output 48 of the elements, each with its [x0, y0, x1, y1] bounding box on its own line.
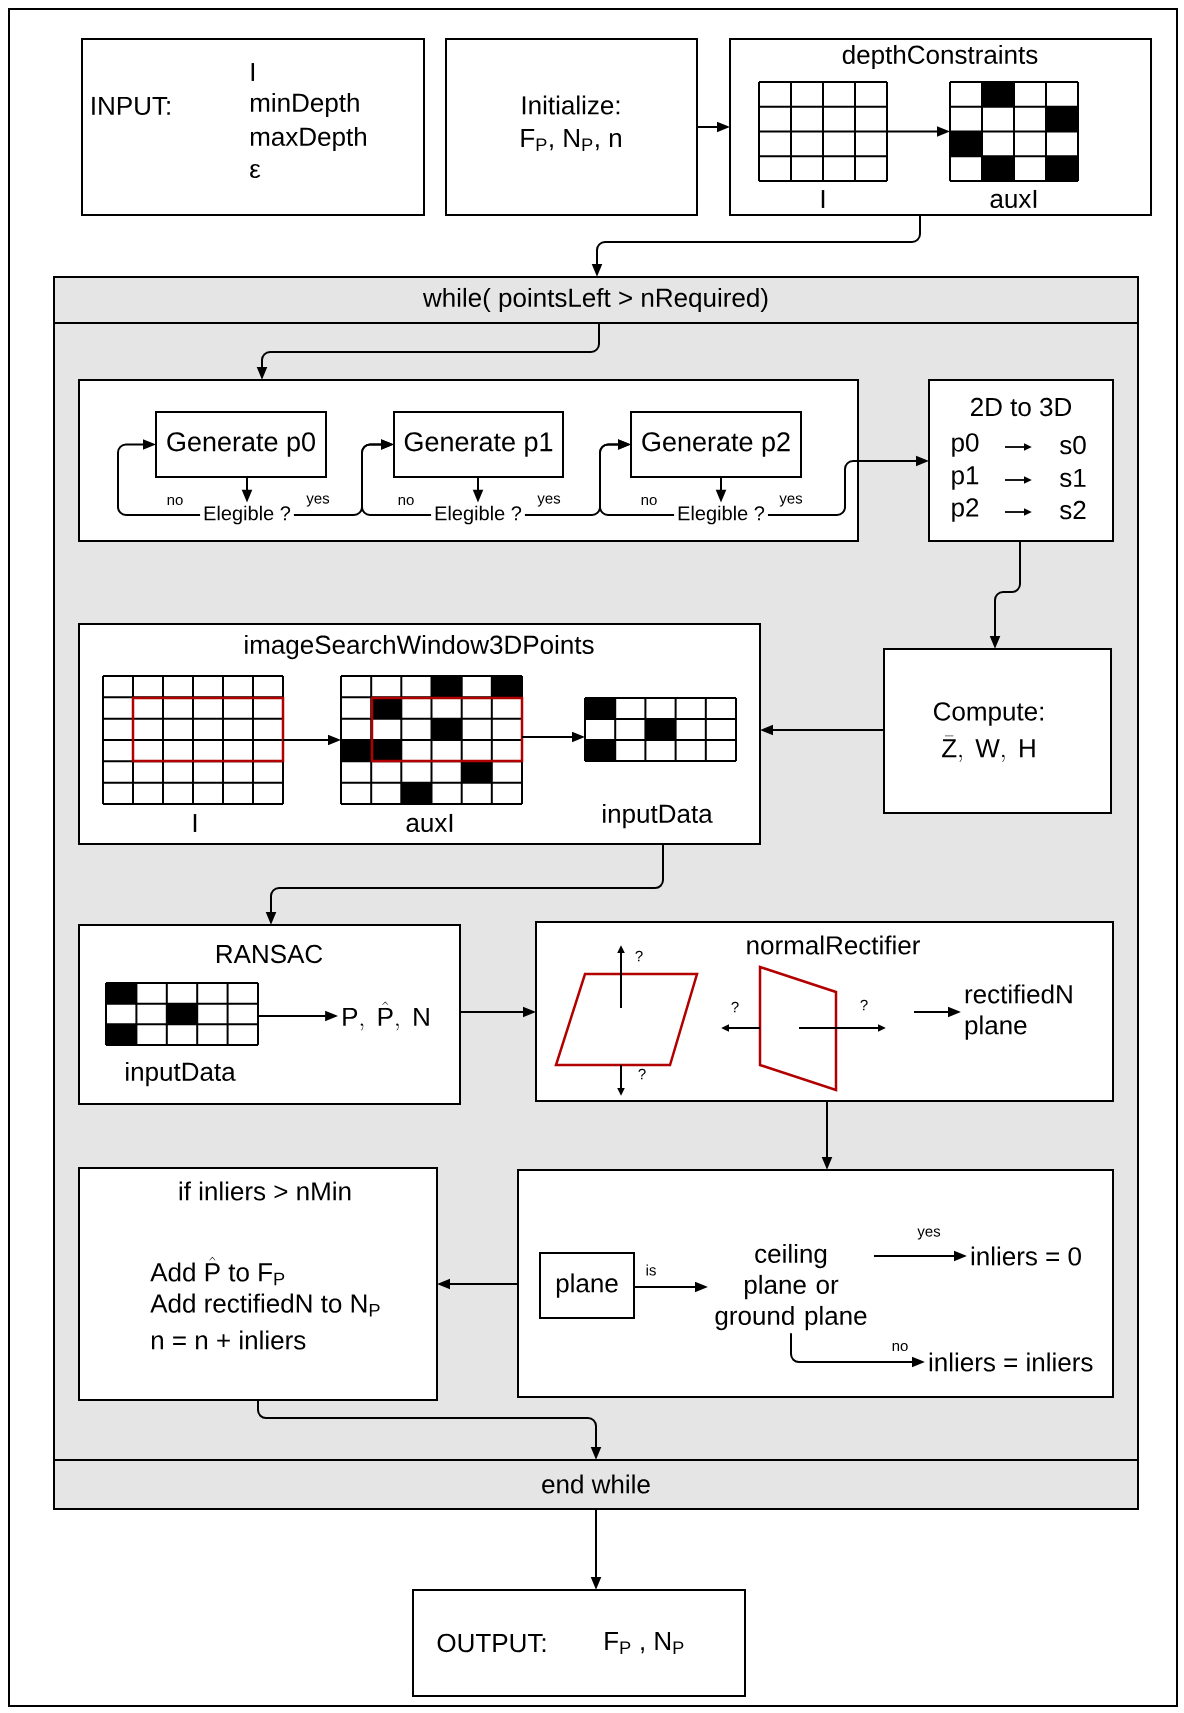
question-mark: ?	[638, 1068, 646, 1080]
arrow	[599, 439, 676, 516]
result-text: rectifiedN plane	[965, 984, 1072, 1040]
grid-picture	[584, 697, 737, 762]
picture-caption: I	[821, 190, 825, 208]
grid-picture	[105, 982, 259, 1046]
edge-label: no	[890, 1341, 910, 1353]
result-text: $\mathrm{P},\ \hat{\mathrm{P}},\ \mathrm{N}$	[343, 1001, 429, 1031]
grid-picture	[949, 81, 1079, 182]
question-mark: ?	[635, 950, 643, 962]
condition-text: Elegible ?	[678, 505, 765, 525]
process-box: Compute: $\bar{\mathrm{Z}},\ \mathrm{W},\ \mathrm{H}$	[883, 648, 1112, 814]
process-box: Generate p1	[393, 411, 564, 478]
condition-text: ceiling plane or ground plane	[715, 1243, 867, 1331]
process-box: Generate p0	[155, 411, 327, 478]
loop-footer-band: end while	[53, 1459, 1139, 1510]
condition-text: Elegible ?	[204, 505, 291, 525]
edge-label: no	[639, 495, 659, 507]
process-box: Generate p2	[630, 411, 802, 478]
input-box: INPUT: I minDepth maxDepth ε	[81, 38, 425, 216]
edge-label: yes	[305, 494, 331, 508]
result-text: inliers = inliers	[929, 1352, 1093, 1372]
arrow	[117, 439, 202, 516]
edge-label: yes	[778, 494, 804, 508]
question-mark: ?	[731, 1001, 739, 1013]
picture-caption: I	[193, 814, 197, 832]
loop-header-band: while( pointsLeft > nRequired)	[53, 276, 1139, 324]
process-box: plane	[539, 1252, 635, 1319]
process-box: 2D to 3D p0 s0 p1 s1 p2 s2	[928, 379, 1114, 542]
process-box: if inliers > nMin $\mathrm{Add}\ \hat{\mathrm{P}}\ \mathrm{to}\ \mathrm{F}_{\mathrm{P}}$ Add rectifiedN to N$_{P}$ n = n + inliers	[78, 1167, 438, 1401]
edge-label: no	[165, 495, 185, 507]
edge-label: no	[396, 495, 416, 507]
grid-picture	[758, 81, 888, 182]
picture-caption: inputData	[126, 1061, 236, 1087]
picture-caption: auxI	[406, 813, 453, 833]
question-mark: ?	[860, 999, 868, 1011]
picture-caption: auxI	[990, 189, 1037, 209]
result-text: inliers = 0	[971, 1246, 1081, 1266]
edge-label: yes	[536, 494, 562, 508]
output-box: OUTPUT: F$_{P}$ , N$_{P}$	[412, 1589, 746, 1697]
edge-label: yes	[916, 1227, 942, 1241]
grid-picture	[102, 675, 285, 805]
condition-text: Elegible ?	[435, 505, 522, 525]
group-box	[517, 1169, 1114, 1398]
picture-caption: inputData	[603, 803, 713, 829]
grid-picture	[340, 675, 524, 805]
arrow	[361, 439, 433, 516]
process-box: Initialize: F$_{P}$, N$_{P}$, n	[445, 38, 698, 216]
